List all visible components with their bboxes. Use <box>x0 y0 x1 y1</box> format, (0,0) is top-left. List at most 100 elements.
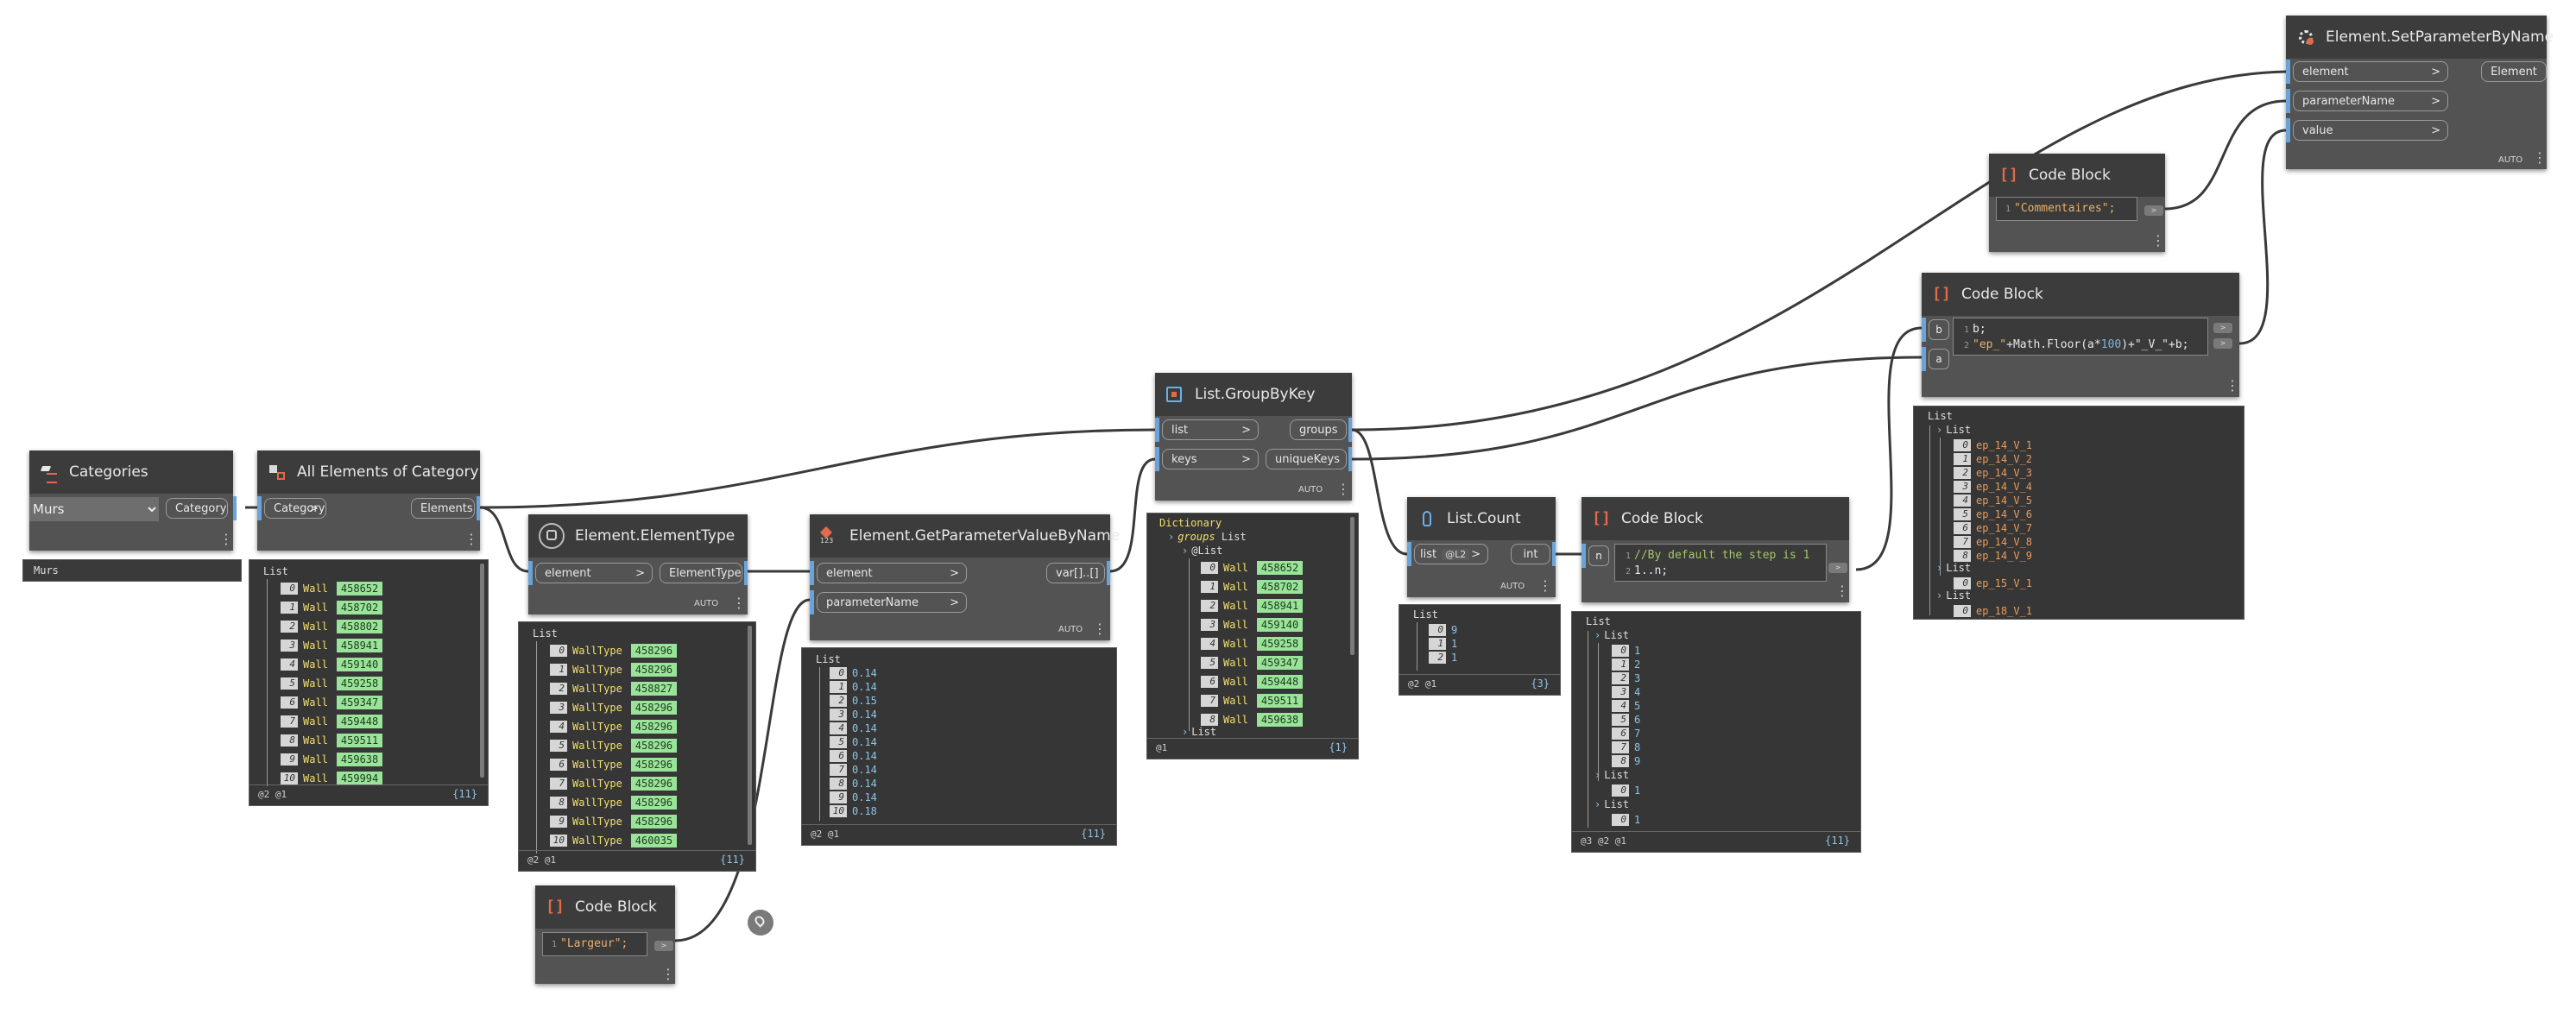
list-index: 1 <box>830 681 847 693</box>
node-menu-icon[interactable]: ⋮ <box>1835 583 1849 599</box>
expand-icon[interactable]: › <box>1594 629 1601 641</box>
node-header[interactable]: List.GroupByKey <box>1155 373 1352 416</box>
node-menu-icon[interactable]: ⋮ <box>2151 232 2165 249</box>
node-header[interactable]: [] Code Block <box>1989 154 2165 197</box>
keys-input-port[interactable]: keys <box>1162 449 1259 470</box>
expand-icon[interactable]: › <box>1936 562 1943 574</box>
elementtype-output-port[interactable]: ElementType <box>660 563 742 583</box>
list-index: 1 <box>1201 581 1218 593</box>
int-output-port[interactable]: int <box>1511 544 1550 564</box>
code-editor[interactable]: 1"Commentaires"; <box>1996 197 2137 221</box>
node-header[interactable]: List.Count <box>1407 497 1556 540</box>
elements-output-port[interactable]: Elements <box>411 498 475 519</box>
value-input-port[interactable]: value <box>2293 120 2448 142</box>
expand-icon[interactable]: › <box>1936 424 1943 436</box>
output-port-b[interactable]: > <box>2213 323 2232 333</box>
element-output-port[interactable]: Element <box>2481 61 2547 82</box>
list-count-node[interactable]: List.Count list@L2 int AUTO ⋮ <box>1407 497 1556 597</box>
node-menu-icon[interactable]: ⋮ <box>1538 577 1552 594</box>
expand-icon[interactable]: › <box>1594 798 1601 810</box>
preview-scrollbar[interactable] <box>748 626 752 845</box>
element-type-node[interactable]: Element.ElementType element ElementType … <box>528 514 748 614</box>
item-type-label: Wall <box>1223 638 1248 650</box>
node-header[interactable]: All Elements of Category <box>257 450 480 494</box>
expand-icon[interactable]: › <box>1168 531 1175 543</box>
code-block-largeur-node[interactable]: [] Code Block 1"Largeur"; > ⋮ <box>535 885 675 984</box>
code-block-step-node[interactable]: [] Code Block n 1//By default the step i… <box>1582 497 1849 602</box>
preview-scrollbar[interactable] <box>480 564 484 778</box>
lacing-label[interactable]: AUTO <box>1298 485 1323 495</box>
node-menu-icon[interactable]: ⋮ <box>219 531 233 547</box>
expand-icon[interactable]: › <box>1594 769 1601 781</box>
category-dropdown[interactable]: Murs <box>29 497 159 521</box>
groups-output-port[interactable]: groups <box>1290 419 1347 440</box>
code-editor[interactable]: 1"Largeur"; <box>542 932 647 956</box>
output-port[interactable]: > <box>654 941 673 951</box>
pin-icon[interactable] <box>748 910 773 936</box>
element-input-port[interactable]: element <box>2293 61 2448 83</box>
node-header[interactable]: Element.ElementType <box>528 514 748 558</box>
preview-footer-divider <box>519 850 755 851</box>
n-input-port[interactable]: n <box>1588 545 1609 566</box>
list-index: 8 <box>550 797 567 809</box>
lacing-label[interactable]: AUTO <box>694 599 719 608</box>
lacing-label[interactable]: AUTO <box>1500 582 1525 591</box>
group-by-key-node[interactable]: List.GroupByKey list keys groups uniqueK… <box>1155 373 1352 501</box>
output-port[interactable]: > <box>2144 205 2163 216</box>
node-menu-icon[interactable]: ⋮ <box>2533 149 2547 166</box>
expand-icon[interactable]: › <box>1182 726 1189 738</box>
list-index: 0 <box>1201 562 1218 574</box>
list-input-port[interactable]: list <box>1162 419 1259 441</box>
node-header[interactable]: [] Code Block <box>1922 273 2239 316</box>
item-value: ep_14_V_1 <box>1976 439 2033 451</box>
element-input-port[interactable]: element <box>817 563 967 584</box>
var-output-port[interactable]: var[]..[] <box>1046 563 1105 583</box>
preview-scrollbar[interactable] <box>1350 517 1354 655</box>
node-header[interactable]: Categories <box>29 450 233 494</box>
expand-icon[interactable]: › <box>1182 545 1189 557</box>
output-port-expr[interactable]: > <box>2213 338 2232 349</box>
node-menu-icon[interactable]: ⋮ <box>2226 377 2239 394</box>
node-menu-icon[interactable]: ⋮ <box>464 531 478 547</box>
all-elements-icon <box>268 463 287 482</box>
lacing-label[interactable]: AUTO <box>2498 155 2523 165</box>
node-menu-icon[interactable]: ⋮ <box>732 595 746 611</box>
parametername-input-port[interactable]: parameterName <box>2293 91 2448 112</box>
node-menu-icon[interactable]: ⋮ <box>1336 481 1350 497</box>
b-input-port[interactable]: b <box>1929 319 1949 340</box>
item-type-label: WallType <box>572 740 622 752</box>
item-value: 459994 <box>336 772 383 785</box>
element-input-port[interactable]: element <box>535 563 653 584</box>
node-title: Categories <box>69 463 148 481</box>
categories-node[interactable]: Categories Murs Category ⋮ <box>29 450 237 551</box>
lacing-label[interactable]: AUTO <box>1058 625 1083 634</box>
set-parameter-node[interactable]: Element.SetParameterByName element param… <box>2286 16 2554 169</box>
a-input-port[interactable]: a <box>1929 349 1949 369</box>
item-value: 458941 <box>1256 599 1304 613</box>
list-input-port[interactable]: list@L2 <box>1414 544 1488 565</box>
category-input-port[interactable]: Category <box>264 498 326 520</box>
expand-icon[interactable]: › <box>1936 589 1943 602</box>
node-header[interactable]: Element.SetParameterByName <box>2286 16 2554 59</box>
node-header[interactable]: [] Code Block <box>1582 497 1849 540</box>
get-parameter-node[interactable]: Element.GetParameterValueByName element … <box>810 514 1120 640</box>
node-header[interactable]: Element.GetParameterValueByName <box>810 514 1120 558</box>
list-level-selector[interactable]: @L2 <box>1442 549 1470 560</box>
code-block-comment-node[interactable]: [] Code Block 1"Commentaires"; > ⋮ <box>1989 154 2165 252</box>
uniquekeys-output-port[interactable]: uniqueKeys <box>1266 449 1347 469</box>
output-port[interactable]: > <box>1828 563 1847 573</box>
parametername-input-port[interactable]: parameterName <box>817 592 967 614</box>
item-value: 459448 <box>1256 675 1304 689</box>
category-output-port[interactable]: Category <box>166 498 228 519</box>
node-menu-icon[interactable]: ⋮ <box>1093 621 1107 637</box>
list-index: 0 <box>281 583 298 595</box>
node-header[interactable]: [] Code Block <box>535 885 675 929</box>
all-elements-node[interactable]: All Elements of Category Category Elemen… <box>257 450 480 551</box>
node-menu-icon[interactable]: ⋮ <box>661 966 675 982</box>
